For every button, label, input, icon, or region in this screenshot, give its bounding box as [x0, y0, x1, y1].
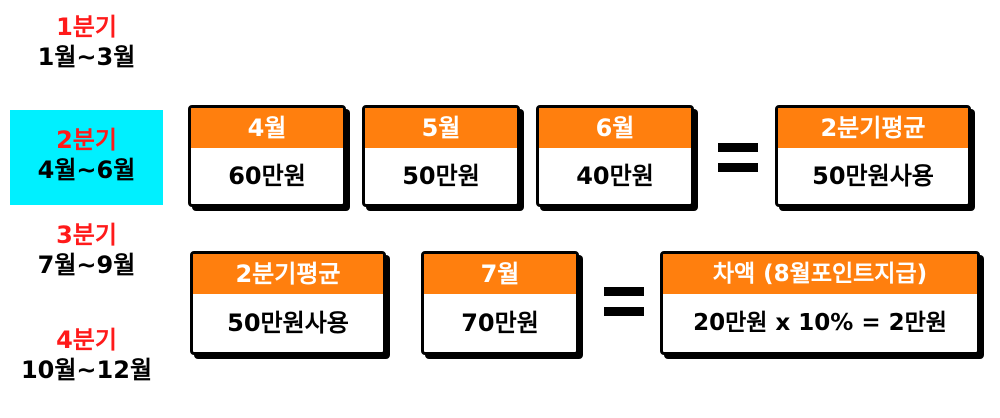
month-box-april: 4월 60만원: [188, 105, 346, 207]
difference-result-box: 차액 (8월포인트지급) 20만원 x 10% = 2만원: [660, 251, 980, 355]
month-box-header: 5월: [365, 108, 517, 148]
equals-bar-top: [604, 287, 644, 296]
quarter-4-range: 10월~12월: [20, 356, 153, 384]
average-box-header: 2분기평균: [193, 254, 383, 294]
month-box-june: 6월 40만원: [536, 105, 694, 207]
difference-box-header: 차액 (8월포인트지급): [663, 254, 977, 294]
quarter-2-label: 2분기: [56, 126, 117, 154]
quarter-4-label: 4분기: [56, 326, 117, 354]
month-box-header: 7월: [424, 254, 576, 294]
quarter-1: 1분기 1월~3월: [10, 8, 163, 90]
month-box-value: 50만원: [402, 162, 480, 190]
quarter-3: 3분기 7월~9월: [10, 220, 163, 300]
quarter-3-label: 3분기: [56, 221, 117, 249]
month-box-may: 5월 50만원: [362, 105, 520, 207]
quarter-1-range: 1월~3월: [37, 43, 136, 71]
equals-bar-bottom: [718, 163, 758, 172]
month-box-value: 40만원: [576, 162, 654, 190]
month-box-header: 4월: [191, 108, 343, 148]
equals-bar-bottom: [604, 307, 644, 316]
q2-average-result-box: 2분기평균 50만원사용: [775, 105, 971, 207]
result-box-value: 50만원사용: [812, 162, 934, 190]
equals-sign-row2: [604, 287, 644, 316]
month-box-value: 70만원: [461, 309, 539, 337]
quarter-3-range: 7월~9월: [37, 251, 136, 279]
quarter-1-label: 1분기: [56, 13, 117, 41]
difference-box-value: 20만원 x 10% = 2만원: [693, 310, 947, 336]
average-box-value: 50만원사용: [227, 309, 349, 337]
july-box: 7월 70만원: [421, 251, 579, 355]
q2-average-box: 2분기평균 50만원사용: [190, 251, 386, 355]
quarter-2-highlighted: 2분기 4월~6월: [10, 110, 163, 205]
equals-sign-row1: [718, 143, 758, 172]
month-box-header: 6월: [539, 108, 691, 148]
month-box-value: 60만원: [228, 162, 306, 190]
quarter-2-range: 4월~6월: [37, 156, 136, 184]
quarter-4: 4분기 10월~12월: [10, 325, 163, 405]
equals-bar-top: [718, 143, 758, 152]
result-box-header: 2분기평균: [778, 108, 968, 148]
